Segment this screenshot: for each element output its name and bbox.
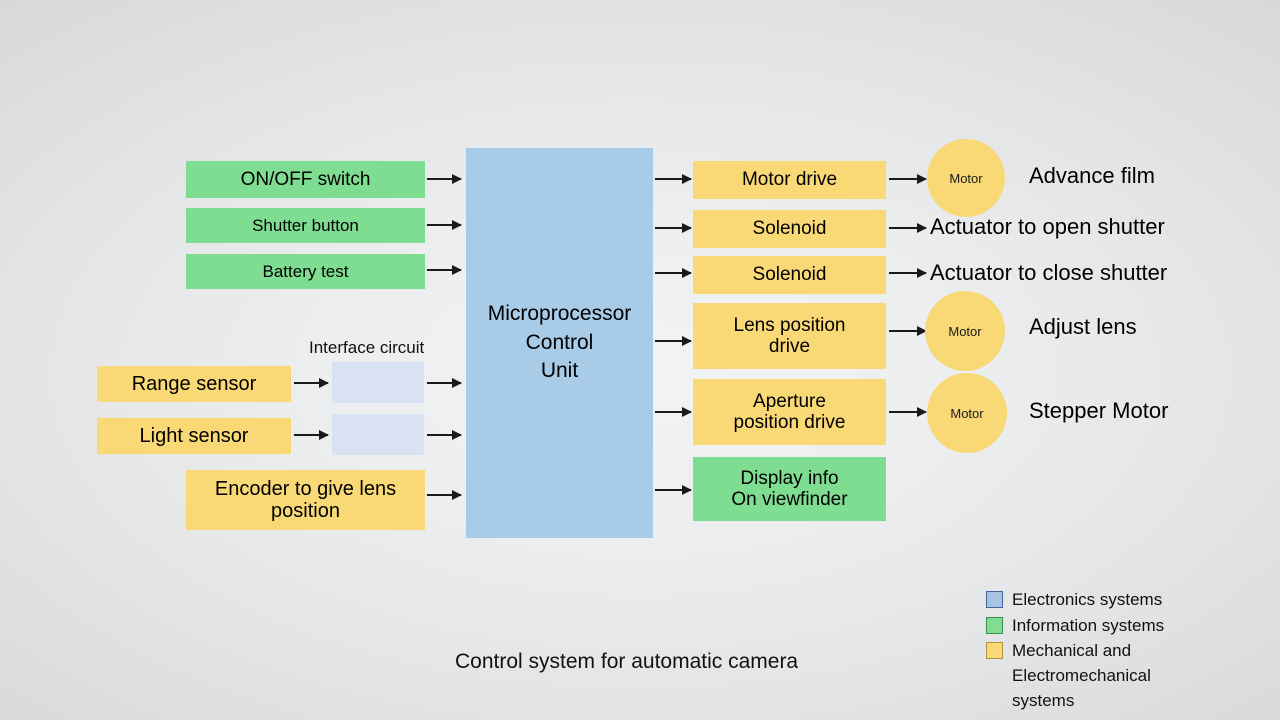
actuator-label-stepper-motor: Stepper Motor xyxy=(1029,398,1169,423)
arrow-motor-drive-to-motor xyxy=(889,174,927,184)
arrow-mcu-to-aperture-position-drive xyxy=(655,407,692,417)
input-box-on-off-switch[interactable]: ON/OFF switch xyxy=(186,161,425,198)
input-box-encoder-lens-position[interactable]: Encoder to give lens position xyxy=(186,470,425,530)
legend-label-electronics: Electronics systems xyxy=(1012,590,1163,609)
output-box-motor-drive[interactable]: Motor drive xyxy=(693,161,886,199)
arrow-battery-to-mcu xyxy=(427,265,462,275)
output-box-solenoid-open[interactable]: Solenoid xyxy=(693,210,886,248)
legend-swatch-information-icon xyxy=(986,616,1003,634)
arrow-mcu-to-display-info xyxy=(655,485,692,495)
actuator-circle-motor-adjust-lens[interactable]: Motor xyxy=(925,291,1005,371)
arrow-solenoid-to-open-shutter xyxy=(889,223,927,233)
actuator-label-open-shutter: Actuator to open shutter xyxy=(930,214,1165,239)
legend-swatch-electronics-icon xyxy=(986,591,1003,608)
interface-block-light[interactable] xyxy=(332,414,424,455)
output-box-display-info[interactable]: Display info On viewfinder xyxy=(693,457,886,521)
microprocessor-control-unit[interactable]: Microprocessor Control Unit xyxy=(466,148,653,538)
input-box-shutter-button[interactable]: Shutter button xyxy=(186,208,425,243)
input-box-light-sensor[interactable]: Light sensor xyxy=(97,418,291,454)
arrow-mcu-to-lens-position-drive xyxy=(655,336,692,346)
arrow-aperture-drive-to-motor xyxy=(889,407,927,417)
arrow-interface-light-to-mcu xyxy=(427,430,462,440)
interface-block-range[interactable] xyxy=(332,362,424,403)
legend-item-electronics: Electronics systems xyxy=(986,588,1276,613)
arrow-lens-drive-to-motor xyxy=(889,326,927,336)
actuator-label-adjust-lens: Adjust lens xyxy=(1029,314,1137,339)
actuator-label-close-shutter: Actuator to close shutter xyxy=(930,260,1168,285)
arrow-mcu-to-motor-drive xyxy=(655,174,692,184)
legend-label-mechanical: Mechanical and Electromechanical systems xyxy=(1012,641,1151,710)
input-box-battery-test[interactable]: Battery test xyxy=(186,254,425,289)
legend-label-information: Information systems xyxy=(1012,615,1165,635)
arrow-range-sensor-to-interface xyxy=(294,378,329,388)
arrow-encoder-to-mcu xyxy=(427,490,462,500)
arrow-interface-range-to-mcu xyxy=(427,378,462,388)
actuator-circle-motor-advance-film[interactable]: Motor xyxy=(927,139,1005,217)
arrow-shutter-to-mcu xyxy=(427,220,462,230)
arrow-on-off-to-mcu xyxy=(427,174,462,184)
output-box-solenoid-close[interactable]: Solenoid xyxy=(693,256,886,294)
output-box-aperture-position-drive[interactable]: Aperture position drive xyxy=(693,379,886,445)
input-box-range-sensor[interactable]: Range sensor xyxy=(97,366,291,402)
arrow-mcu-to-solenoid-close xyxy=(655,268,692,278)
legend-item-information: Information systems xyxy=(986,614,1276,639)
arrow-light-sensor-to-interface xyxy=(294,430,329,440)
legend-item-mechanical: Mechanical and Electromechanical systems xyxy=(986,639,1276,713)
actuator-label-advance-film: Advance film xyxy=(1029,163,1155,188)
interface-circuit-label: Interface circuit xyxy=(309,338,425,357)
actuator-circle-motor-stepper[interactable]: Motor xyxy=(927,373,1007,453)
arrow-solenoid-to-close-shutter xyxy=(889,268,927,278)
output-box-lens-position-drive[interactable]: Lens position drive xyxy=(693,303,886,369)
legend-swatch-mechanical-icon xyxy=(986,642,1003,660)
legend: Electronics systems Information systems … xyxy=(986,588,1276,714)
diagram-caption: Control system for automatic camera xyxy=(455,650,799,673)
arrow-mcu-to-solenoid-open xyxy=(655,223,692,233)
